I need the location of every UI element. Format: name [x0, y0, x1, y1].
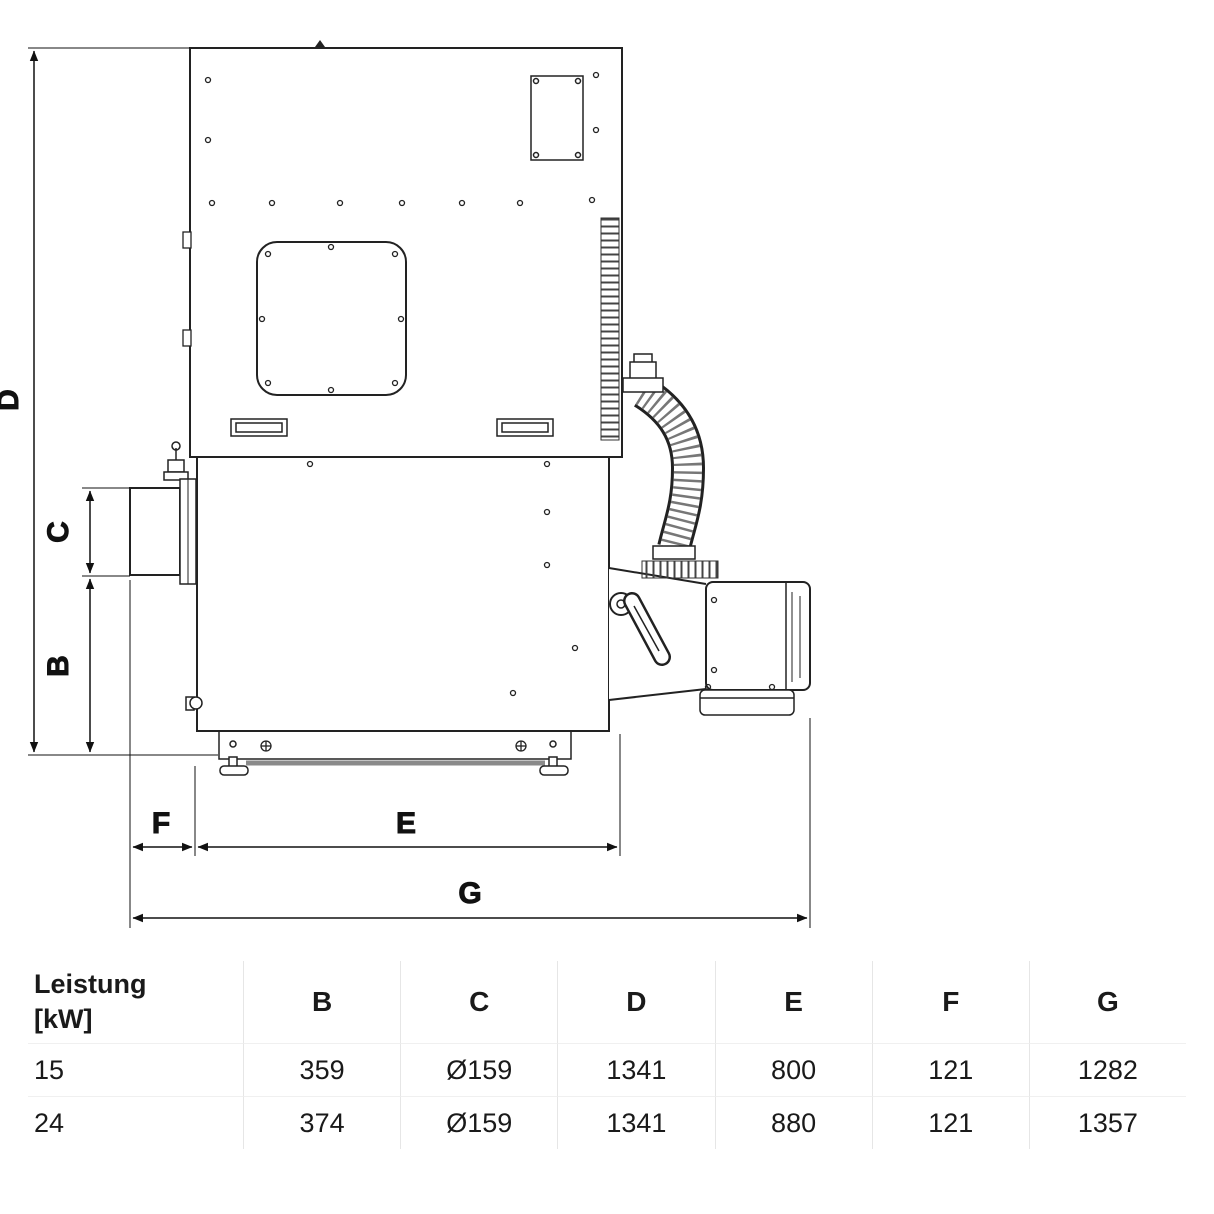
row-24-power: 24 — [28, 1096, 243, 1149]
upper-cabinet — [182, 40, 623, 458]
row-24-E: 880 — [714, 1096, 872, 1150]
drain-fitting — [185, 696, 203, 711]
row-24-D: 1341 — [557, 1096, 715, 1150]
leistung-line1: Leistung — [34, 969, 147, 999]
table-header-C: C — [400, 961, 557, 1044]
dim-label-C: C — [42, 521, 75, 543]
burner-collar-ribs — [641, 560, 719, 579]
row-15-F: 121 — [871, 1043, 1029, 1097]
adjustable-foot-left — [219, 740, 249, 776]
inspection-window — [256, 241, 407, 396]
top-vent-mark — [315, 40, 325, 47]
dim-label-D: D — [0, 389, 25, 411]
lower-cabinet — [163, 441, 610, 732]
dimension-C: C — [42, 490, 95, 574]
row-15-D: 1341 — [557, 1043, 715, 1097]
dimension-F: F — [132, 807, 193, 852]
dimension-table: Leistung [kW] B C D E F G 15 359 Ø159 13… — [28, 961, 1186, 1150]
technical-drawing: D C B F E G — [0, 40, 811, 928]
door-handle-right — [496, 418, 554, 437]
dimension-D: D — [0, 50, 39, 753]
lower-screws — [306, 460, 579, 697]
dimension-B: B — [42, 578, 95, 753]
row-24-C: Ø159 — [400, 1096, 558, 1150]
table-header-leistung: Leistung [kW] — [28, 961, 243, 1043]
row-15-C: Ø159 — [400, 1043, 558, 1097]
row-24-G: 1357 — [1028, 1096, 1186, 1150]
door-handle-left — [230, 418, 288, 437]
row-24-F: 121 — [871, 1096, 1029, 1150]
boiler-side-view: D C B F E G — [0, 40, 811, 928]
row-15-B: 359 — [243, 1043, 401, 1097]
dimension-lines: D C B F E G — [0, 47, 811, 928]
hose-bottom-flange — [652, 545, 696, 560]
row-24-B: 374 — [243, 1096, 401, 1150]
table-header-F: F — [871, 961, 1029, 1044]
burner-body — [705, 581, 811, 691]
row-15-E: 800 — [714, 1043, 872, 1097]
hose-top-flange — [622, 377, 664, 393]
base-bolts — [260, 740, 527, 752]
table-header-E: E — [714, 961, 872, 1044]
table-header-G: G — [1028, 961, 1186, 1044]
dim-label-G: G — [458, 877, 481, 910]
control-panel-cutout — [530, 75, 584, 161]
adjustable-foot-right — [539, 740, 569, 776]
row-15-power: 15 — [28, 1043, 243, 1096]
table-header-B: B — [243, 961, 400, 1044]
dimension-G: G — [132, 877, 808, 923]
flexible-flue-hose — [622, 353, 706, 560]
hinge-tab-upper — [182, 231, 192, 249]
dim-label-F: F — [152, 807, 170, 840]
dim-label-B: B — [42, 655, 75, 677]
dim-label-E: E — [396, 807, 416, 840]
table-header-D: D — [557, 961, 714, 1044]
burner-unit — [608, 560, 811, 716]
base-frame — [218, 731, 572, 776]
ash-box — [699, 683, 795, 716]
safety-valve-fitting — [163, 441, 189, 481]
panel-screws — [204, 71, 600, 207]
hinge-tab-lower — [182, 329, 192, 347]
dimension-E: E — [197, 807, 618, 852]
row-15-G: 1282 — [1028, 1043, 1186, 1097]
flue-pipe — [129, 478, 197, 585]
heat-exchanger-ribs — [600, 217, 620, 441]
leistung-line2: [kW] — [34, 1004, 93, 1035]
burner-handle — [623, 592, 671, 666]
